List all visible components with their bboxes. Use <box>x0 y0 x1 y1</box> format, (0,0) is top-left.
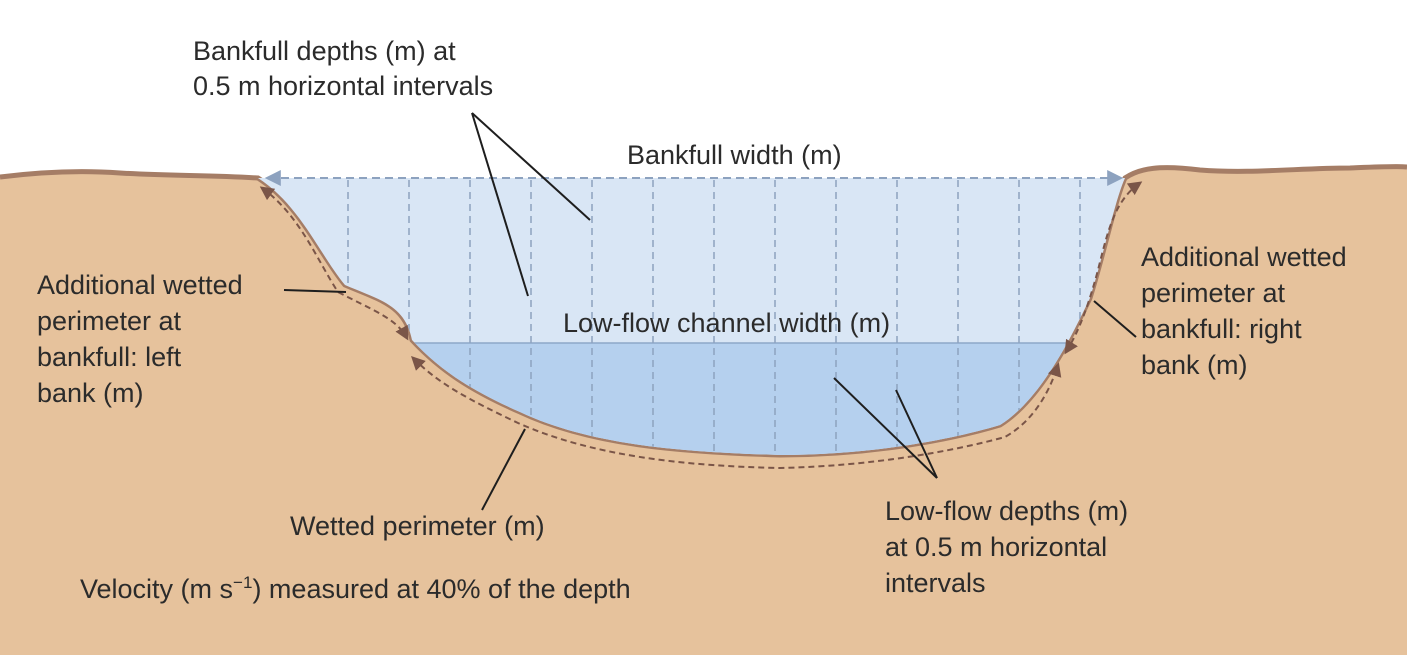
velocity-label: Velocity (m s−1) measured at 40% of the … <box>80 573 631 604</box>
velocity-exponent: −1 <box>233 573 252 592</box>
right-bank-perimeter-arrow <box>1064 181 1143 355</box>
bankfull-width-label: Bankfull width (m) <box>627 140 842 170</box>
left-bank-perimeter-arrow <box>259 186 409 341</box>
wetted-perimeter-label: Wetted perimeter (m) <box>290 511 545 541</box>
low-flow-width-label: Low-flow channel width (m) <box>563 308 890 338</box>
leader-lines <box>283 112 1137 511</box>
left-bank-label: Additional wetted perimeter at bankfull:… <box>37 270 250 408</box>
right-bank-label: Additional wetted perimeter at bankfull:… <box>1141 242 1354 380</box>
wetted-perimeter-arrow <box>411 356 1062 470</box>
low-flow-depths-label: Low-flow depths (m) at 0.5 m horizontal … <box>885 496 1136 598</box>
bankfull-depths-label: Bankfull depths (m) at 0.5 m horizontal … <box>193 36 493 101</box>
